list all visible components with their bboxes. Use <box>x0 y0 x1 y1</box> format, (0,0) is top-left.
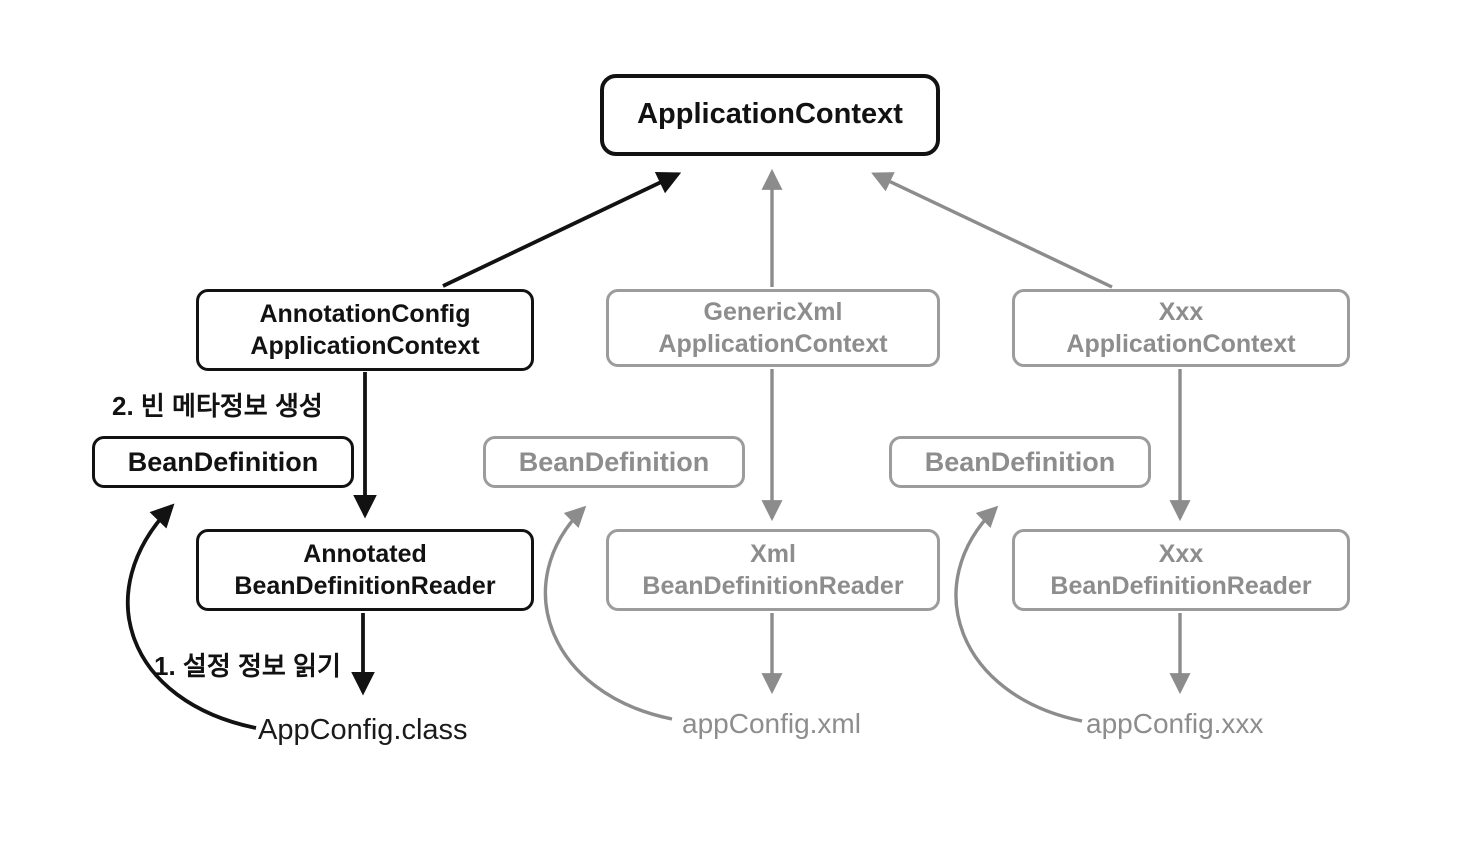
node-label: Annotated <box>303 540 427 568</box>
node-xml-bean-definition-reader: Xml BeanDefinitionReader <box>606 529 940 611</box>
label-step1-read-config-info: 1. 설정 정보 읽기 <box>154 651 341 681</box>
node-label: ApplicationContext <box>637 98 903 131</box>
node-label: BeanDefinition <box>127 446 319 477</box>
node-label: ApplicationContext <box>658 330 888 358</box>
node-label: Xxx <box>1158 540 1204 568</box>
node-xxx-bean-definition-reader: Xxx BeanDefinitionReader <box>1012 529 1350 611</box>
node-label: BeanDefinitionReader <box>234 572 496 600</box>
node-xxx-application-context: Xxx ApplicationContext <box>1012 289 1350 367</box>
node-annotated-bean-definition-reader: Annotated BeanDefinitionReader <box>196 529 534 611</box>
arrow-appconfigxml-to-beandefinition <box>543 505 673 721</box>
node-application-context: ApplicationContext <box>600 74 940 156</box>
arrow-xxxcontext-to-applicationcontext <box>871 172 1113 289</box>
node-label: GenericXml <box>703 298 843 326</box>
node-bean-definition-xml: BeanDefinition <box>483 436 745 488</box>
node-label: ApplicationContext <box>250 332 480 360</box>
node-label: BeanDefinition <box>924 446 1116 477</box>
label-appconfig-xxx: appConfig.xxx <box>1086 708 1264 739</box>
node-bean-definition-xxx: BeanDefinition <box>889 436 1151 488</box>
node-label: BeanDefinitionReader <box>642 572 904 600</box>
label-step2-create-bean-metadata: 2. 빈 메타정보 생성 <box>112 391 323 421</box>
node-label: Xml <box>750 540 796 568</box>
node-label: BeanDefinition <box>518 446 710 477</box>
label-appconfig-xml: appConfig.xml <box>682 708 861 739</box>
arrow-annotationconfig-to-applicationcontext <box>442 171 682 288</box>
arrow-appconfigxxx-to-beandefinition <box>954 505 1083 723</box>
label-appconfig-class: AppConfig.class <box>258 714 468 746</box>
node-label: Xxx <box>1158 298 1204 326</box>
node-label: BeanDefinitionReader <box>1050 572 1312 600</box>
node-label: ApplicationContext <box>1066 330 1296 358</box>
arrow-appconfigclass-to-beandefinition <box>125 503 257 730</box>
node-bean-definition-annotation: BeanDefinition <box>92 436 354 488</box>
node-label: AnnotationConfig <box>259 300 471 328</box>
node-annotation-config-application-context: AnnotationConfig ApplicationContext <box>196 289 534 371</box>
node-generic-xml-application-context: GenericXml ApplicationContext <box>606 289 940 367</box>
